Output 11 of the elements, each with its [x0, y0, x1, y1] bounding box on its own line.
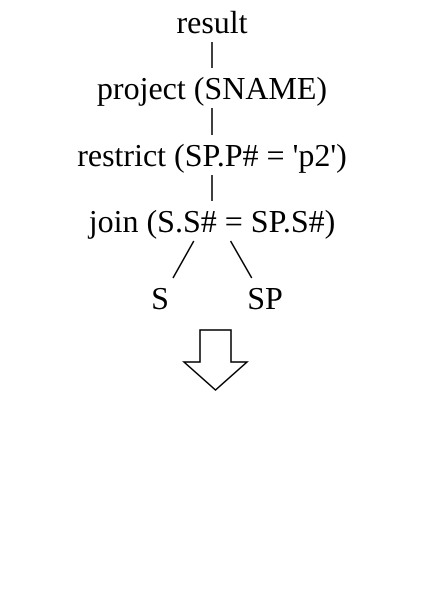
node-label: SP: [247, 280, 283, 316]
node-label: project (SNAME): [96, 70, 328, 106]
connector-line: [211, 175, 213, 201]
connector-line: [211, 42, 213, 68]
node-label: join (S.S# = SP.S#): [88, 203, 336, 239]
node-label: S: [151, 280, 169, 316]
connector-line: [172, 240, 194, 278]
node-label: restrict (SP.P# = 'p2'): [77, 137, 347, 173]
connector-line: [230, 240, 252, 278]
node-label: result: [176, 4, 248, 40]
connector-line: [211, 108, 213, 135]
